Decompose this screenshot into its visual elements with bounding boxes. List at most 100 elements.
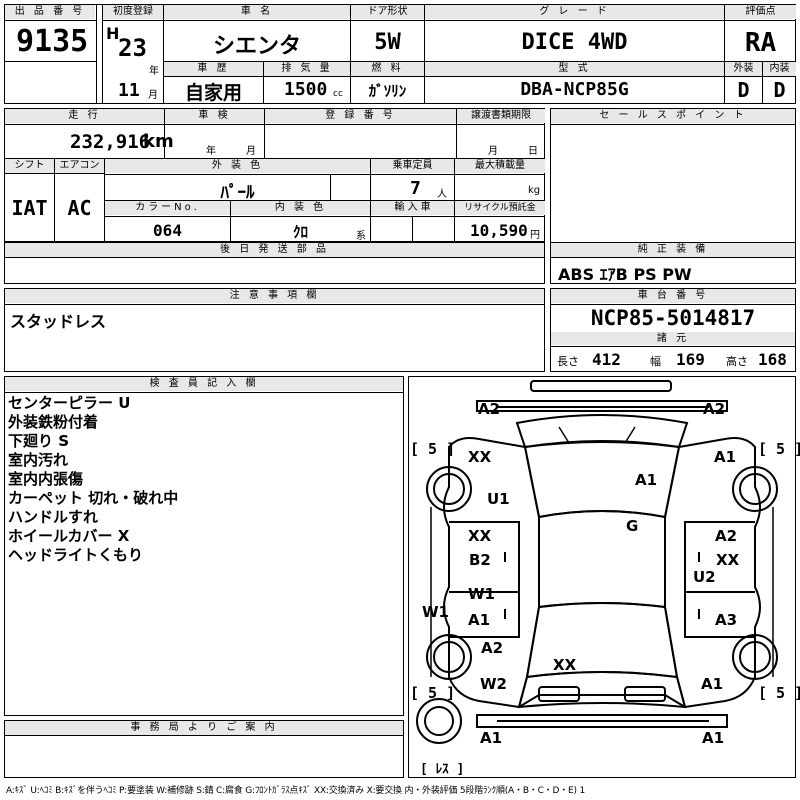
history-label: 車 歴 — [164, 62, 263, 76]
mileage-label: 走 行 — [5, 109, 164, 123]
header-block — [4, 4, 796, 104]
fuel: ｶﾞｿﾘﾝ — [368, 82, 407, 100]
capacity-label: 乗車定員 — [371, 159, 454, 173]
inspector-line: ヘッドライトくもり — [8, 546, 144, 564]
damage-diagram — [408, 376, 796, 778]
ac: AC — [67, 196, 92, 220]
recycle-label: リサイクル預託金 — [455, 201, 545, 215]
inspection-label: 車 検 — [165, 109, 264, 123]
ext-color-label: 外 装 色 — [105, 159, 370, 173]
int-color-unit: 系 — [356, 231, 366, 242]
reg-year: 23 — [118, 34, 147, 62]
damage-mark: W1 — [422, 603, 449, 621]
damage-mark: A1 — [714, 448, 737, 466]
inspector-label: 検 査 員 記 入 欄 — [5, 377, 403, 391]
inspector-notes: センターピラー U 外装鉄粉付着 下廻り S 室内汚れ 室内内張傷 カーペット … — [8, 394, 178, 565]
transfer-month-unit: 月 — [488, 146, 498, 157]
capacity-unit: 人 — [437, 189, 447, 200]
eval-label: 評価点 — [725, 5, 796, 19]
ext-color: ﾊﾟｰﾙ — [220, 183, 255, 203]
load-unit: kg — [528, 185, 541, 196]
height-label: 高さ — [726, 355, 748, 368]
recycle-unit: 円 — [530, 230, 540, 241]
notes-text: スタッドレス — [10, 312, 107, 331]
transfer-label: 譲渡書類期限 — [457, 109, 545, 123]
later-parts-label: 後 日 発 送 部 品 — [5, 243, 544, 257]
genuine-equipment: ABS ｴｱB PS PW — [558, 265, 692, 284]
damage-mark: A1 — [468, 611, 491, 629]
grade: DICE 4WD — [521, 30, 628, 55]
damage-mark: XX — [553, 656, 577, 674]
import-label: 輸 入 車 — [371, 201, 454, 215]
damage-mark: A1 — [702, 729, 725, 747]
year-unit: 年 — [149, 66, 159, 77]
inspector-line: ハンドルすれ — [8, 508, 99, 526]
notes-block — [4, 288, 545, 372]
chassis-number: NCP85-5014817 — [590, 306, 756, 330]
eval-score: RA — [744, 28, 777, 58]
int-color: ｸﾛ — [292, 223, 308, 241]
tire-front-left: [ 5 ] — [410, 440, 456, 458]
month-unit: 月 — [148, 90, 158, 101]
inspector-line: カーペット 切れ・破れ中 — [8, 489, 179, 507]
damage-mark: B2 — [469, 551, 491, 569]
damage-mark: A2 — [703, 400, 726, 418]
lot-label: 出 品 番 号 — [5, 5, 95, 19]
door-type: 5W — [374, 30, 401, 55]
damage-mark: W1 — [468, 585, 495, 603]
inspector-line: センターピラー U — [8, 394, 131, 412]
mileage-unit: km — [143, 131, 174, 152]
sales-label: セ ー ル ス ポ イ ン ト — [551, 109, 795, 123]
ac-label: エアコン — [55, 159, 104, 173]
damage-mark: W2 — [480, 675, 507, 693]
damage-mark: XX — [716, 551, 740, 569]
damage-mark: G — [626, 517, 639, 535]
specs-block — [4, 108, 545, 242]
damage-mark: A2 — [478, 400, 501, 418]
displacement: 1500 — [284, 79, 328, 100]
tire-front-right: [ 5 ] — [758, 440, 800, 458]
car-name: シエンタ — [212, 34, 301, 59]
inspection-year-unit: 年 — [206, 146, 216, 157]
damage-mark: U2 — [693, 568, 716, 586]
notes-label: 注 意 事 項 欄 — [5, 289, 544, 303]
inspector-line: 室内汚れ — [8, 451, 69, 469]
door-label: ドア形状 — [351, 5, 424, 19]
office-label: 事 務 局 よ り ご 案 内 — [5, 721, 403, 735]
car-outline — [416, 380, 778, 744]
office-block — [4, 720, 404, 778]
tire-rear-left: [ 5 ] — [410, 684, 456, 702]
first-reg-label: 初度登録 — [103, 5, 163, 19]
height: 168 — [758, 350, 787, 369]
interior-grade: D — [773, 78, 786, 102]
transfer-day-unit: 日 — [528, 146, 538, 157]
grade-label: グ レ ー ド — [425, 5, 724, 19]
chassis-block — [550, 288, 796, 372]
shift-label: シフト — [5, 159, 54, 173]
inspector-line: 外装鉄粉付着 — [8, 413, 99, 431]
mileage: 232,916 — [70, 131, 151, 153]
load-label: 最大積載量 — [455, 159, 545, 173]
era: H — [106, 24, 120, 43]
displacement-unit: cc — [333, 89, 343, 99]
legend: A:ｷｽﾞ U:ﾍｺﾐ B:ｷｽﾞを伴うﾍｺﾐ P:要塗装 W:補修跡 S:錆 … — [6, 786, 585, 796]
damage-mark: A2 — [481, 639, 504, 657]
reg-no-label: 登 録 番 号 — [265, 109, 456, 123]
inspector-block — [4, 376, 404, 716]
tire-rear-right: [ 5 ] — [758, 684, 800, 702]
displacement-label: 排 気 量 — [264, 62, 350, 76]
damage-mark: A1 — [480, 729, 503, 747]
inspector-line: 下廻り S — [8, 432, 70, 450]
history: 自家用 — [184, 82, 242, 104]
damage-mark: XX — [468, 448, 492, 466]
length-label: 長さ — [557, 355, 579, 368]
inspector-line: 室内内張傷 — [8, 470, 84, 488]
capacity: 7 — [410, 178, 421, 199]
shift: IAT — [11, 196, 48, 220]
damage-mark: XX — [468, 527, 492, 545]
recycle-fee: 10,590 — [470, 221, 528, 240]
width-label: 幅 — [650, 355, 661, 368]
exterior-grade: D — [737, 78, 750, 102]
car-name-label: 車 名 — [164, 5, 350, 19]
color-no-label: カラーNo. — [105, 201, 230, 215]
